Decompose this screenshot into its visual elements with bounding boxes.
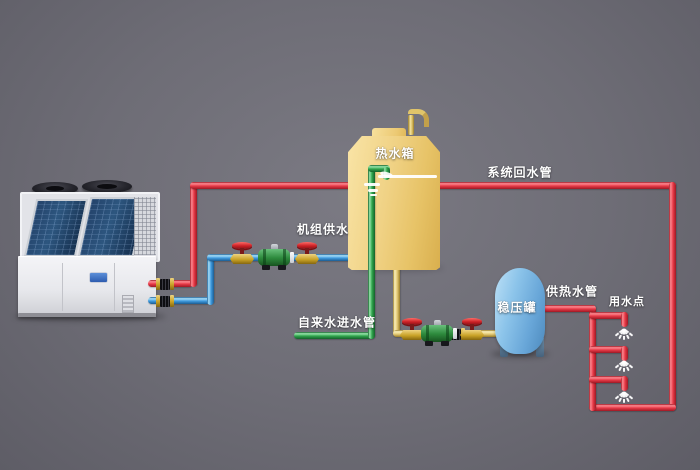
hot-water-tank-label: 热水箱	[375, 146, 415, 161]
water-point-branch	[589, 346, 628, 353]
pump-foot	[278, 265, 286, 270]
pump-cap	[271, 244, 278, 251]
valve-stem	[240, 248, 244, 255]
shutoff-valve-icon	[294, 242, 320, 268]
valve-body	[400, 330, 424, 340]
water-point-drop	[621, 376, 628, 391]
pressure-tank-shadow	[491, 350, 549, 358]
return-riser-pipe	[190, 182, 197, 287]
supply-riser-pipe	[207, 254, 214, 305]
water-point-drop	[621, 346, 628, 361]
return-bottom-pipe	[589, 404, 676, 411]
pump-band	[426, 325, 429, 342]
valve-body	[460, 330, 484, 340]
pipe-union-icon	[156, 295, 174, 307]
pump-band	[263, 249, 266, 266]
water-point-branch	[589, 376, 628, 383]
tap-water-inlet-pipe	[294, 332, 375, 339]
pressure-tank	[495, 268, 545, 354]
cabinet-seam	[114, 263, 115, 311]
union-nut	[160, 295, 170, 307]
valve-body	[230, 254, 254, 264]
pump-foot	[262, 265, 270, 270]
union-ring	[156, 278, 160, 290]
tap-water-inlet-label: 自来水进水管	[297, 315, 377, 330]
cabinet-grille	[122, 295, 134, 313]
heat-pump-cabinet	[18, 256, 156, 317]
circulation-pump-icon	[256, 243, 294, 270]
shutoff-valve-icon	[399, 318, 425, 344]
pump-flange	[290, 252, 294, 263]
tank-outlet-downpipe	[393, 264, 400, 336]
water-ripple	[364, 183, 380, 186]
valve-stem	[470, 324, 474, 331]
union-ring	[156, 295, 160, 307]
fan-icon	[82, 180, 132, 193]
tap-water-riser-pipe	[368, 165, 375, 339]
fan-icon	[32, 182, 78, 195]
valve-handwheel	[297, 242, 317, 249]
union-ring	[170, 278, 174, 290]
shutoff-valve-icon	[459, 318, 485, 344]
water-spray-icon	[613, 391, 635, 405]
heat-pump-base	[18, 313, 156, 317]
water-spray-icon	[613, 360, 635, 374]
pump-band	[283, 249, 286, 266]
shutoff-valve-icon	[229, 242, 255, 268]
pump-body	[258, 249, 290, 266]
valve-handwheel	[462, 318, 482, 325]
water-level-line	[378, 175, 437, 178]
water-point-manifold-pipe	[589, 305, 596, 411]
water-ripple	[370, 194, 377, 196]
cabinet-seam	[62, 263, 63, 311]
pump-cap	[434, 320, 441, 327]
valve-stem	[305, 248, 309, 255]
brand-logo	[90, 273, 107, 282]
pump-foot	[425, 341, 433, 346]
hot-water-tank	[348, 136, 440, 270]
pressure-tank-leg	[536, 338, 544, 357]
tank-vent-gooseneck-icon	[408, 109, 429, 127]
valve-body	[295, 254, 319, 264]
water-use-point-label: 用水点	[609, 296, 645, 308]
water-point-drop	[621, 312, 628, 327]
hot-water-supply-label: 供热水管	[545, 284, 599, 299]
circulation-pump-icon	[419, 319, 457, 346]
unit-supply-label: 机组供水	[296, 222, 350, 237]
water-ripple	[368, 189, 378, 192]
union-ring	[170, 295, 174, 307]
pump-flange	[453, 328, 457, 339]
water-point-branch	[589, 312, 628, 319]
union-nut	[160, 278, 170, 290]
heat-pump-coil-section	[20, 192, 160, 262]
pump-body	[421, 325, 453, 342]
return-downcomer-pipe	[669, 182, 676, 411]
valve-handwheel	[402, 318, 422, 325]
tap-water-inlet-hook	[368, 165, 390, 172]
pipe-union-icon	[156, 278, 174, 290]
pump-foot	[441, 341, 449, 346]
heat-pump-supply-stub	[148, 297, 212, 304]
side-mesh-guard	[134, 197, 156, 255]
tank-vent-pipe	[408, 115, 414, 135]
pressure-tank-label: 稳压罐	[497, 300, 537, 315]
heat-pump-unit	[16, 178, 160, 320]
water-spray-icon	[613, 328, 635, 342]
valve-handwheel	[232, 242, 252, 249]
pump-band	[446, 325, 449, 342]
valve-stem	[410, 324, 414, 331]
system-return-pipe-label: 系统回水管	[487, 165, 553, 180]
hot-water-supply-pipe	[543, 305, 596, 312]
